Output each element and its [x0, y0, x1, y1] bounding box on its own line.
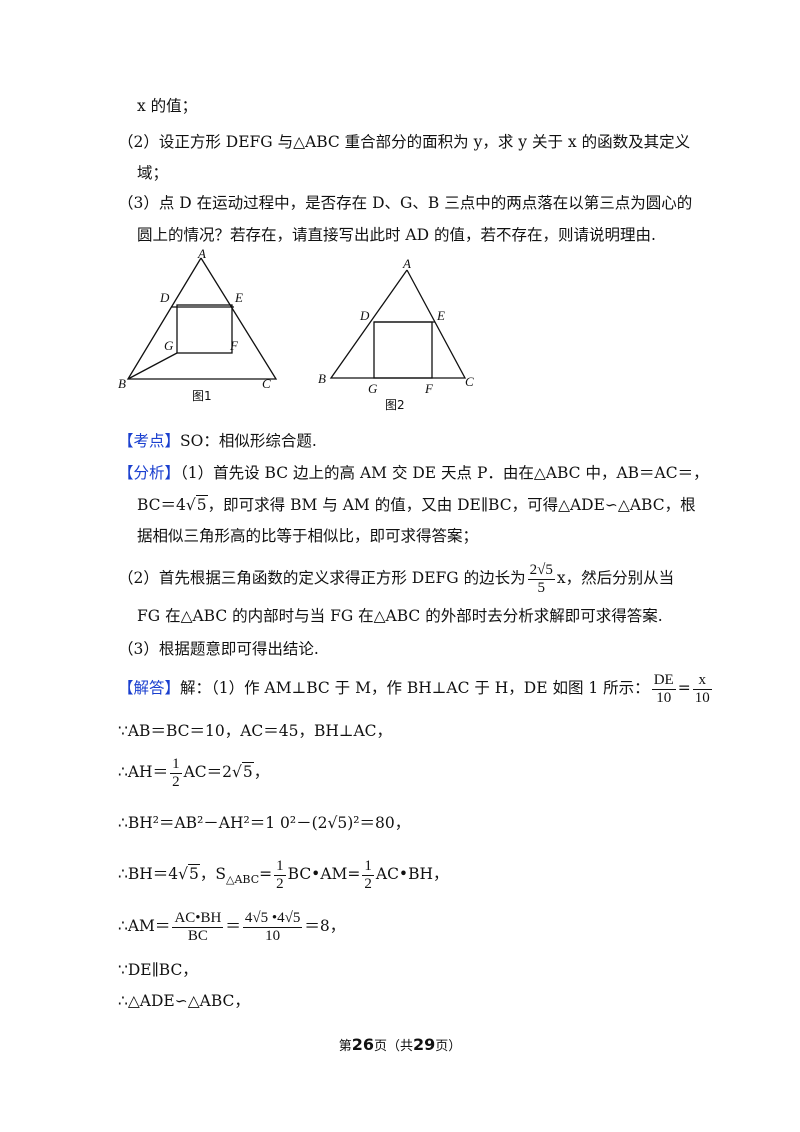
jieda-line-4: ∴BH²＝AB²－AH²＝1 0²－(2√5)²＝80，: [118, 814, 411, 832]
figure-1-caption: 图1: [192, 389, 212, 403]
total-pages: 29: [413, 1035, 436, 1054]
footer-mid: 页（共: [373, 1039, 413, 1054]
fenxi-text-4b: x，然后分别从当: [556, 569, 675, 587]
label-c: C: [465, 374, 474, 389]
jieda-text-5b: ，S: [199, 865, 227, 883]
label-b: B: [318, 371, 326, 386]
label-f: F: [229, 338, 239, 353]
fraction-denominator: 2: [172, 773, 180, 790]
radicand: 5: [241, 762, 254, 781]
fraction-denominator: 2: [276, 875, 284, 892]
fenxi-text-2b: ，即可求得 BM 与 AM 的值，又由 DE∥BC，可得△ADE∽△ABC，根: [207, 496, 696, 514]
fraction-denominator: 5: [537, 579, 545, 596]
jieda-text-3a: ∴AH＝: [118, 763, 169, 781]
fenxi-line-2: BC＝4√5，即可求得 BM 与 AM 的值，又由 DE∥BC，可得△ADE∽△…: [137, 495, 696, 514]
fraction-numerator: AC•BH: [172, 909, 224, 928]
jieda-line-8: ∴△ADE∽△ABC，: [118, 992, 250, 1010]
fraction-denominator: 10: [265, 927, 281, 944]
label-c: C: [262, 376, 271, 391]
fenxi-line-3: 据相似三角形高的比等于相似比，即可求得答案；: [137, 527, 479, 545]
fraction-numerator: 2√5: [527, 561, 555, 580]
kaodian-line: 【考点】SO：相似形综合题.: [118, 430, 317, 452]
fraction-numerator: 1: [170, 755, 182, 774]
figure-2: A D E B G F C 图2: [318, 256, 474, 412]
fenxi-text-1: （1）首先设 BC 边上的高 AM 交 DE 天点 P．由在△ABC 中，AB＝…: [180, 464, 709, 482]
page-number: 26: [351, 1035, 374, 1054]
subscript: △ABC: [226, 873, 260, 887]
fenxi-tag: 【分析】: [118, 464, 181, 482]
equals: =: [677, 679, 691, 697]
label-g: G: [368, 381, 378, 396]
fraction-numerator: 1: [362, 857, 374, 876]
radicand: 5: [188, 864, 200, 883]
fenxi-text-4a: （2）首先根据三角函数的定义求得正方形 DEFG 的边长为: [118, 569, 526, 587]
jieda-line-1: 【解答】解：（1）作 AM⊥BC 于 M，作 BH⊥AC 于 H，DE 如图 1…: [118, 668, 714, 708]
jieda-line-2: ∵AB＝BC＝10，AC＝45，BH⊥AC，: [118, 722, 393, 740]
jieda-text-6b: ＝8，: [304, 917, 346, 935]
question-line-1: x 的值；: [137, 97, 198, 115]
question-line-3: 域；: [137, 164, 169, 182]
equals: =: [259, 865, 273, 883]
footer-pre: 第: [338, 1039, 352, 1054]
label-g: G: [164, 338, 174, 353]
fraction-numerator: 4√5 •4√5: [242, 909, 303, 928]
fraction-numerator: DE: [651, 671, 676, 690]
fenxi-line-5: FG 在△ABC 的内部时与当 FG 在△ABC 的外部时去分析求解即可求得答案…: [137, 607, 663, 625]
fraction-denominator: 10: [656, 689, 672, 706]
jieda-text-5e: AC•BH，: [375, 865, 449, 883]
label-d: D: [159, 290, 170, 305]
kaodian-text: SO：相似形综合题.: [180, 432, 317, 450]
jieda-text-3b: AC＝2: [183, 763, 232, 781]
fenxi-text-2a: BC＝4: [137, 496, 186, 514]
jieda-text-3c: ，: [253, 763, 270, 781]
label-e: E: [436, 308, 445, 323]
label-b: B: [118, 376, 126, 391]
question-line-4: （3）点 D 在运动过程中，是否存在 D、G、B 三点中的两点落在以第三点为圆心…: [118, 194, 693, 212]
jieda-text-6a: ∴AM＝: [118, 917, 171, 935]
figure-1: A D E G F B C 图1: [118, 246, 278, 403]
jieda-tag: 【解答】: [118, 679, 181, 697]
label-a: A: [402, 256, 411, 271]
jieda-text-5d: BC•AM=: [287, 865, 361, 883]
jieda-text-1: 解：（1）作 AM⊥BC 于 M，作 BH⊥AC 于 H，DE 如图 1 所示：: [180, 679, 650, 697]
question-line-2: （2）设正方形 DEFG 与△ABC 重合部分的面积为 y，求 y 关于 x 的…: [118, 133, 691, 151]
fraction-numerator: 1: [274, 857, 286, 876]
fraction-numerator: x: [692, 672, 712, 690]
jieda-text-5a: ∴BH＝4: [118, 865, 179, 883]
equals: ＝: [225, 917, 241, 935]
fraction-denominator: 2: [364, 875, 372, 892]
label-d: D: [359, 308, 370, 323]
fraction-denominator: 10: [694, 689, 710, 706]
label-e: E: [234, 290, 243, 305]
figure-2-caption: 图2: [385, 398, 405, 412]
fenxi-line-1: 【分析】（1）首先设 BC 边上的高 AM 交 DE 天点 P．由在△ABC 中…: [118, 462, 709, 484]
jieda-line-7: ∵DE∥BC，: [118, 961, 198, 979]
question-line-5: 圆上的情况？若存在，请直接写出此时 AD 的值，若不存在，则请说明理由.: [137, 226, 656, 244]
fraction-denominator: BC: [187, 927, 208, 944]
kaodian-tag: 【考点】: [118, 432, 181, 450]
page-footer: 第26页（共29页）: [0, 1035, 800, 1054]
footer-post: 页）: [435, 1039, 462, 1054]
label-f: F: [424, 381, 434, 396]
label-a: A: [197, 246, 206, 261]
fenxi-line-6: （3）根据题意即可得出结论.: [118, 640, 319, 658]
radicand: 5: [195, 495, 208, 514]
